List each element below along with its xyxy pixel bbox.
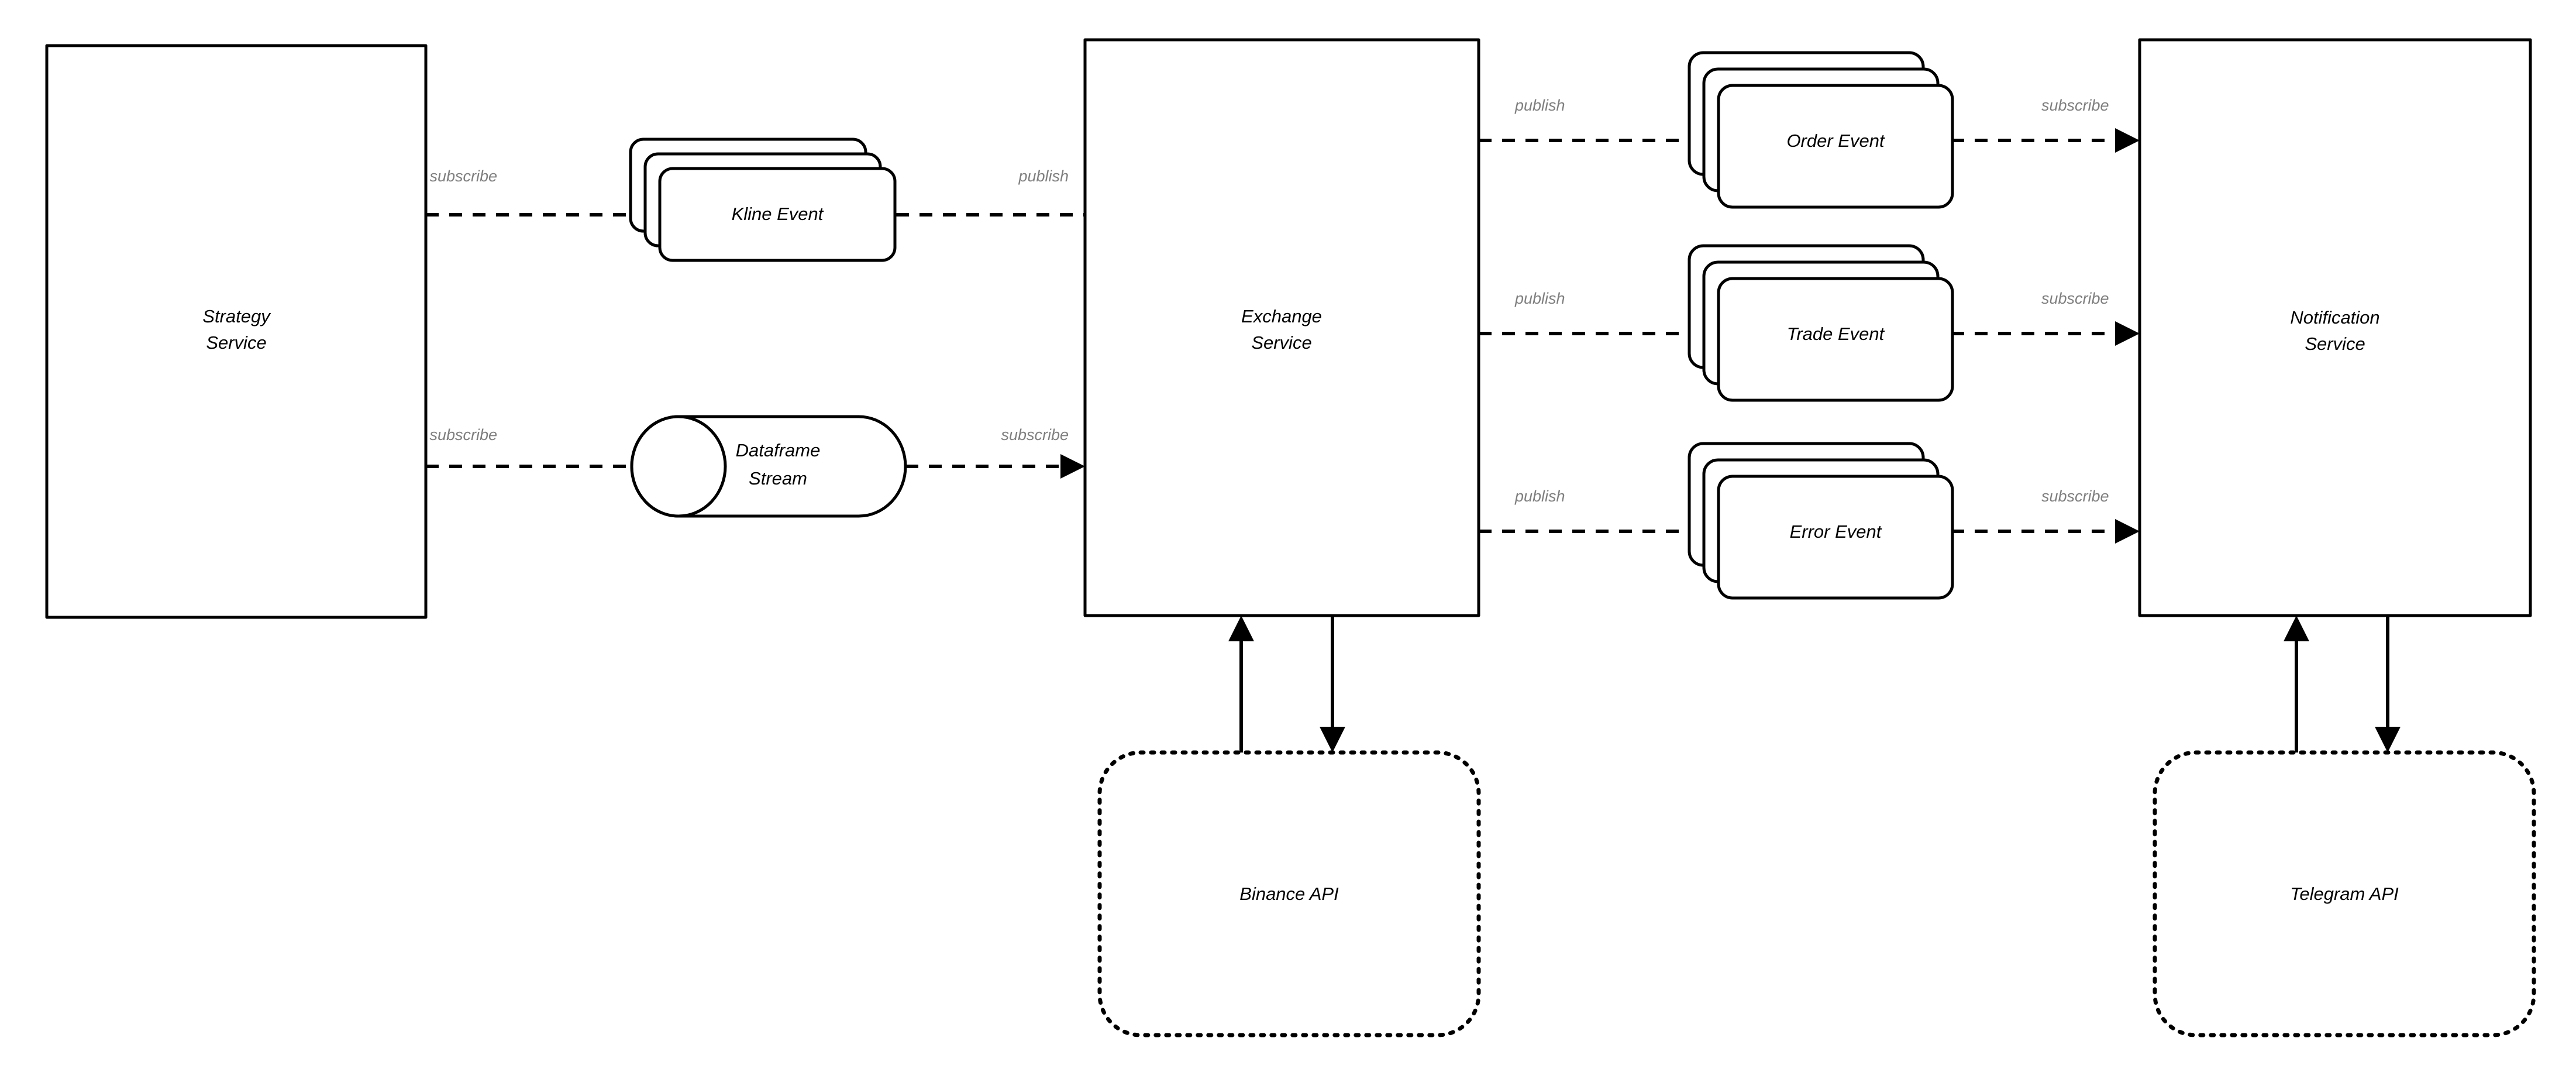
- notification-service-label-line2: Service: [2305, 334, 2365, 354]
- arrow-head-icon: [1060, 454, 1085, 479]
- edge-exchange-to-order: publish: [1479, 97, 1719, 142]
- exchange-service-box[interactable]: [1083, 38, 1480, 617]
- arrow-head-icon: [2115, 128, 2140, 153]
- edge-exchange-to-binance: [1320, 616, 1345, 752]
- edge-strategy-to-dataframe: subscribe: [426, 426, 628, 468]
- edge-telegram-to-notification: [2284, 616, 2309, 752]
- edge-label-publish-trade: publish: [1514, 290, 1565, 307]
- strategy-service-box[interactable]: [45, 44, 428, 619]
- node-dataframe-stream[interactable]: Dataframe Stream: [630, 415, 907, 518]
- edge-label-subscribe-trade: subscribe: [2041, 290, 2109, 307]
- node-error-event[interactable]: Error Event: [1688, 442, 1954, 600]
- edge-label-subscribe-error: subscribe: [2041, 487, 2109, 505]
- binance-api-label: Binance API: [1239, 884, 1339, 904]
- order-event-card-front[interactable]: [1717, 84, 1954, 209]
- notification-service-box[interactable]: [2138, 38, 2532, 617]
- telegram-api-box[interactable]: [2153, 750, 2536, 1037]
- error-event-label: Error Event: [1790, 521, 1882, 542]
- arrow-head-icon: [2115, 321, 2140, 346]
- node-trade-event[interactable]: Trade Event: [1688, 244, 1954, 402]
- node-order-event[interactable]: Order Event: [1688, 51, 1954, 209]
- arrow-head-icon: [2115, 519, 2140, 544]
- error-event-card-front[interactable]: [1717, 475, 1954, 600]
- edge-strategy-to-kline: subscribe: [426, 167, 660, 217]
- node-binance-api[interactable]: Binance API: [1097, 750, 1481, 1037]
- node-exchange-service[interactable]: Exchange Service: [1083, 38, 1480, 617]
- edge-label-publish-error: publish: [1514, 487, 1565, 505]
- node-telegram-api[interactable]: Telegram API: [2153, 750, 2536, 1037]
- edge-dataframe-to-exchange: subscribe: [905, 426, 1085, 479]
- dataframe-stream-cylinder-cap: [630, 415, 727, 518]
- arrow-head-icon: [2375, 727, 2401, 752]
- node-kline-event[interactable]: Kline Event: [629, 138, 897, 262]
- edge-label-subscribe-dataframe: subscribe: [429, 426, 497, 444]
- edge-exchange-to-trade: publish: [1479, 290, 1719, 335]
- edge-trade-to-notification: subscribe: [1951, 290, 2140, 346]
- arrow-head-icon: [1320, 727, 1345, 752]
- arrow-head-icon: [2284, 616, 2309, 641]
- binance-api-box[interactable]: [1097, 750, 1481, 1037]
- edge-label-publish-order: publish: [1514, 97, 1565, 114]
- edge-order-to-notification: subscribe: [1951, 97, 2140, 153]
- edge-error-to-notification: subscribe: [1951, 487, 2140, 544]
- node-notification-service[interactable]: Notification Service: [2138, 38, 2532, 617]
- notification-service-label-line1: Notification: [2290, 307, 2379, 328]
- trade-event-label: Trade Event: [1787, 324, 1885, 344]
- exchange-service-label-line1: Exchange: [1241, 306, 1322, 327]
- telegram-api-label: Telegram API: [2290, 884, 2399, 904]
- kline-event-label: Kline Event: [732, 204, 824, 224]
- node-strategy-service[interactable]: Strategy Service: [45, 44, 428, 619]
- edge-label-publish-kline: publish: [1018, 167, 1069, 185]
- edge-exchange-to-error: publish: [1479, 487, 1719, 533]
- strategy-service-label-line2: Service: [206, 332, 266, 353]
- edge-binance-to-exchange: [1228, 616, 1254, 752]
- trade-event-card-front[interactable]: [1717, 277, 1954, 402]
- arrow-head-icon: [1228, 616, 1254, 641]
- strategy-service-label-line1: Strategy: [202, 306, 271, 327]
- edge-kline-to-exchange: publish: [896, 167, 1085, 217]
- edge-label-subscribe-dataframe-exchange: subscribe: [1001, 426, 1069, 444]
- edge-notification-to-telegram: [2375, 616, 2401, 752]
- order-event-label: Order Event: [1786, 130, 1885, 151]
- dataframe-stream-label-line2: Stream: [749, 468, 807, 489]
- edge-label-subscribe-kline: subscribe: [429, 167, 497, 185]
- kline-event-card-front[interactable]: [658, 167, 897, 262]
- edge-label-subscribe-order: subscribe: [2041, 97, 2109, 114]
- dataframe-stream-label-line1: Dataframe: [736, 440, 821, 461]
- exchange-service-label-line2: Service: [1251, 332, 1311, 353]
